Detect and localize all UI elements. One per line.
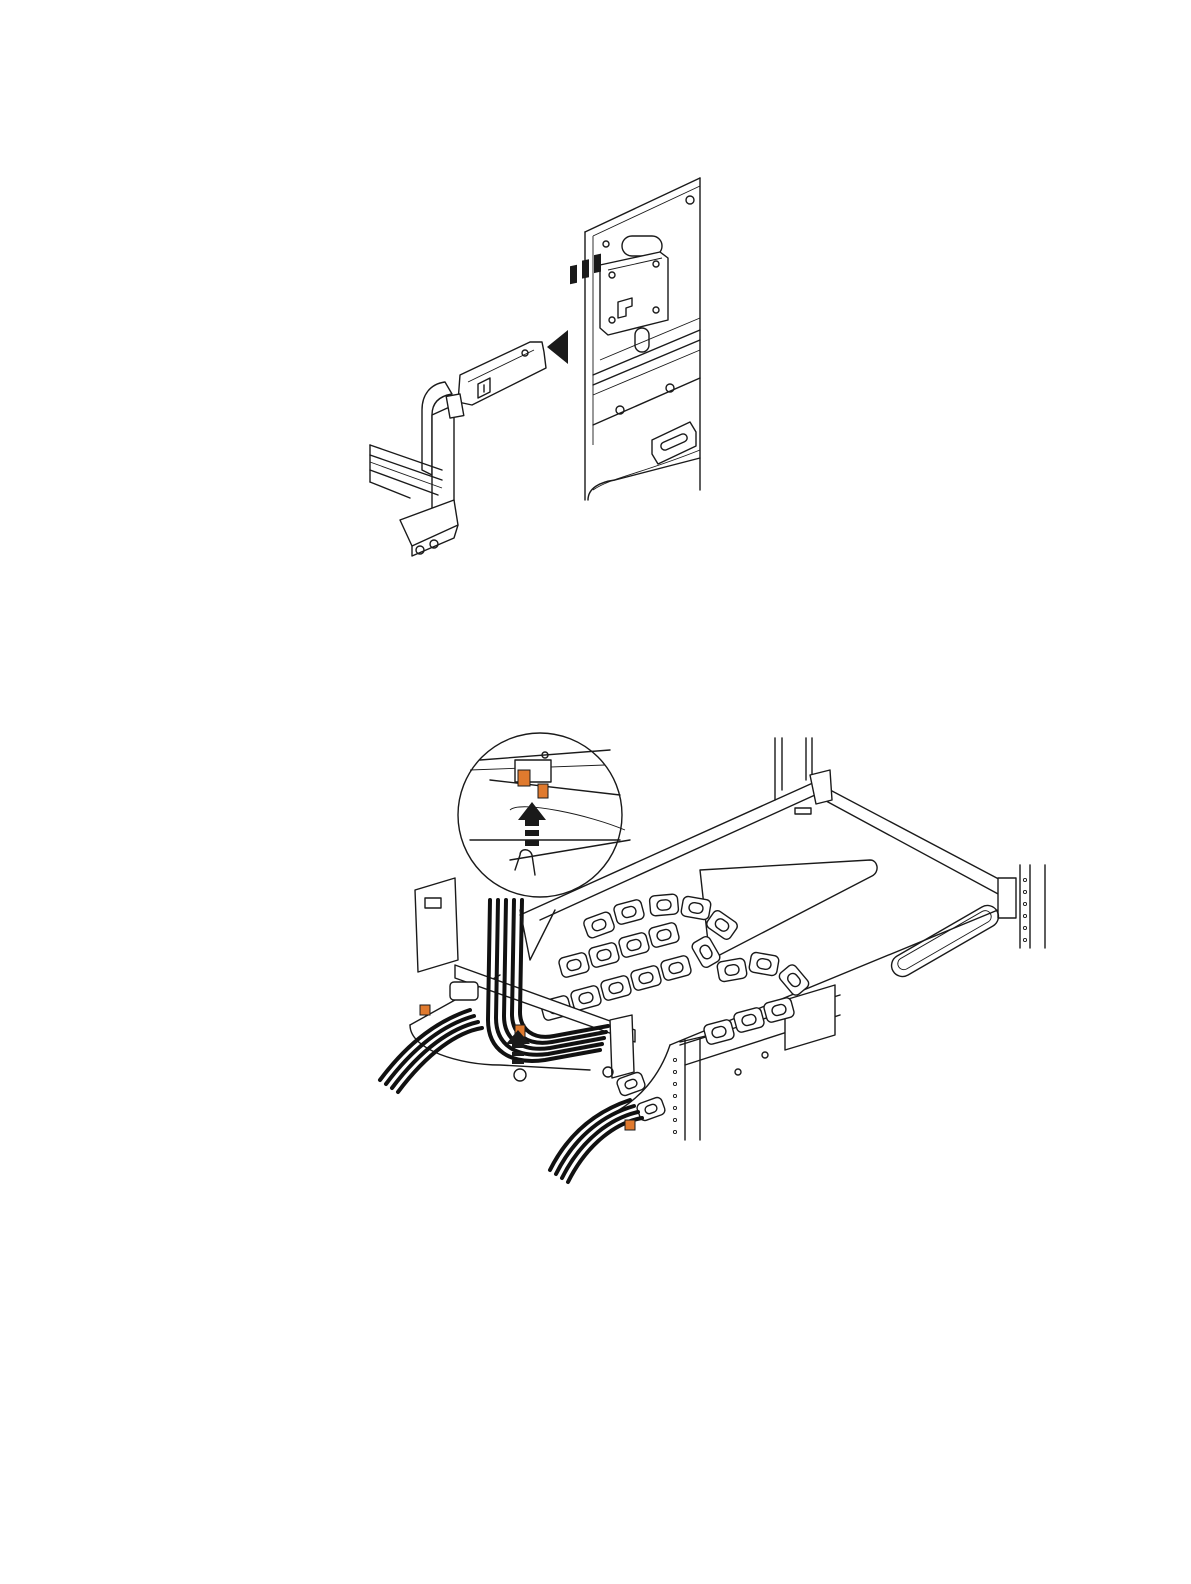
chain-link (680, 896, 711, 921)
chassis-panel (585, 178, 700, 500)
chain-link (558, 952, 590, 979)
figure-bracket-removal (350, 170, 720, 560)
chain-link (618, 932, 650, 959)
figure-cable-arm-release (370, 720, 1060, 1190)
chain-link (748, 952, 779, 977)
chain-link (777, 963, 810, 997)
chain-link (582, 911, 615, 939)
arm-bracket (415, 878, 635, 1081)
cable-bundle-front (550, 1100, 642, 1182)
chain-link (588, 942, 620, 969)
chain-link (613, 899, 645, 926)
chain-link (716, 958, 747, 983)
chain-link (570, 985, 602, 1012)
bracket-part (400, 342, 546, 556)
chain-link (600, 975, 632, 1002)
chain-link (630, 965, 662, 992)
chain-link (648, 922, 680, 949)
chain-link (703, 1019, 735, 1046)
chain-link (649, 894, 679, 916)
chain-link (733, 1007, 765, 1034)
chain-link (660, 955, 692, 982)
rack-post-front (673, 1035, 710, 1140)
